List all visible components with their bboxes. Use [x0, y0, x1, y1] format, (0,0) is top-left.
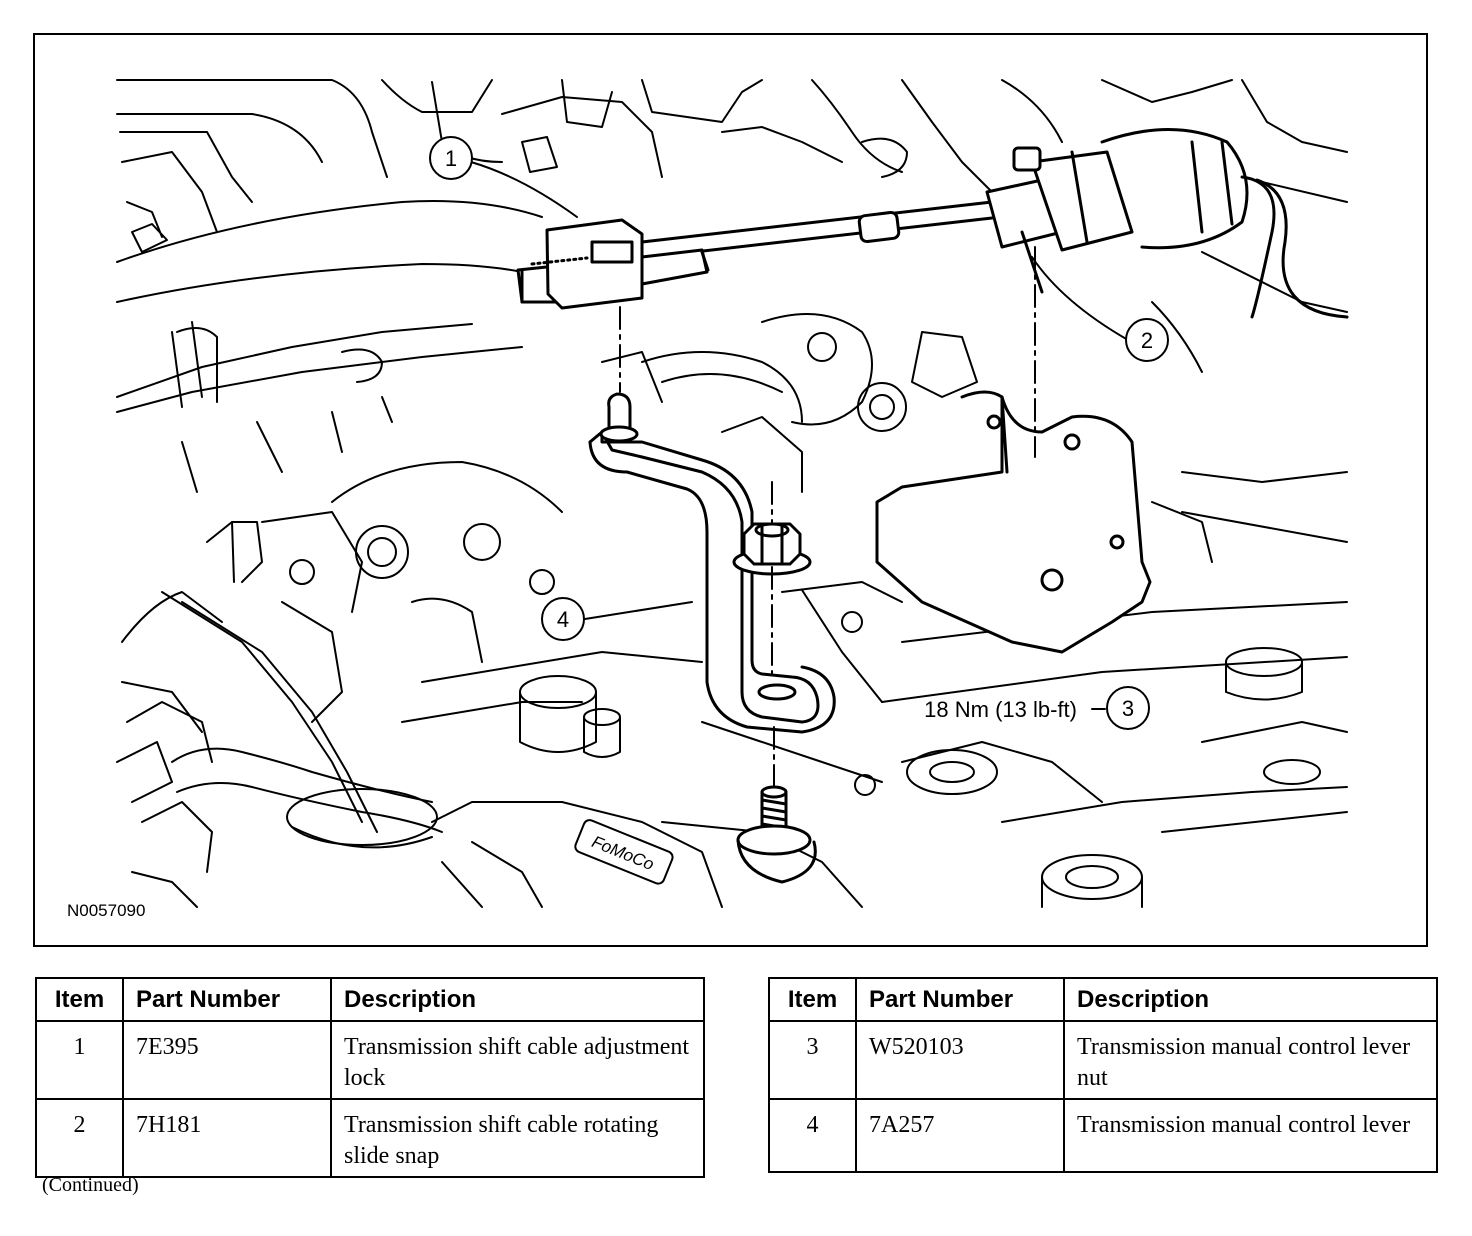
figure-id-label: N0057090 [67, 901, 146, 920]
callout-1: 1 [429, 136, 473, 180]
callout-2: 2 [1125, 318, 1169, 362]
callout-4: 4 [541, 597, 585, 641]
cell-item: 1 [35, 1020, 124, 1100]
header-item: Item [768, 977, 857, 1022]
lever-nut [732, 522, 812, 576]
table-header-row: Item Part Number Description [35, 977, 705, 1022]
callout-3: 18 Nm (13 lb-ft) 3 [924, 686, 1150, 730]
header-part-number: Part Number [855, 977, 1065, 1022]
cell-description: Transmission shift cable adjustment lock [330, 1020, 705, 1100]
callout-2-number: 2 [1141, 328, 1153, 353]
header-description: Description [1063, 977, 1438, 1022]
cell-description: Transmission manual control lever nut [1063, 1020, 1438, 1100]
callout-3-number: 3 [1122, 696, 1134, 721]
installation-centerlines [619, 246, 1036, 788]
cell-item: 3 [768, 1020, 857, 1100]
shift-cable-assembly [640, 128, 1349, 319]
threaded-stud [736, 785, 817, 884]
cell-part-number: 7E395 [122, 1020, 332, 1100]
manual-control-lever [588, 392, 836, 734]
engine-background-linework: FoMoCo [116, 79, 1348, 908]
parts-table-right: Item Part Number Description 3 W520103 T… [768, 977, 1438, 1173]
table-row: 4 7A257 Transmission manual control leve… [768, 1098, 1438, 1173]
cable-bracket [875, 390, 1152, 654]
parts-table-left: Item Part Number Description 1 7E395 Tra… [35, 977, 705, 1178]
table-row: 2 7H181 Transmission shift cable rotatin… [35, 1098, 705, 1178]
cell-item: 2 [35, 1098, 124, 1178]
header-part-number: Part Number [122, 977, 332, 1022]
fomoco-cast-text: FoMoCo [589, 832, 657, 874]
torque-spec-label: 18 Nm (13 lb-ft) [924, 697, 1077, 722]
cell-item: 4 [768, 1098, 857, 1173]
cell-part-number: 7H181 [122, 1098, 332, 1178]
table-row: 1 7E395 Transmission shift cable adjustm… [35, 1020, 705, 1100]
header-item: Item [35, 977, 124, 1022]
cell-part-number: 7A257 [855, 1098, 1065, 1173]
callout-1-number: 1 [445, 146, 457, 171]
exploded-view-illustration: FoMoCo [116, 79, 1349, 908]
cell-description: Transmission manual control lever [1063, 1098, 1438, 1173]
cell-part-number: W520103 [855, 1020, 1065, 1100]
callout-leaders [470, 161, 1129, 710]
header-description: Description [330, 977, 705, 1022]
figure-frame: FoMoCo [33, 33, 1428, 947]
callout-4-number: 4 [557, 607, 569, 632]
continued-note: (Continued) [42, 1174, 139, 1196]
table-header-row: Item Part Number Description [768, 977, 1438, 1022]
cell-description: Transmission shift cable rotating slide … [330, 1098, 705, 1178]
adjustment-lock-part [516, 218, 710, 310]
table-row: 3 W520103 Transmission manual control le… [768, 1020, 1438, 1100]
